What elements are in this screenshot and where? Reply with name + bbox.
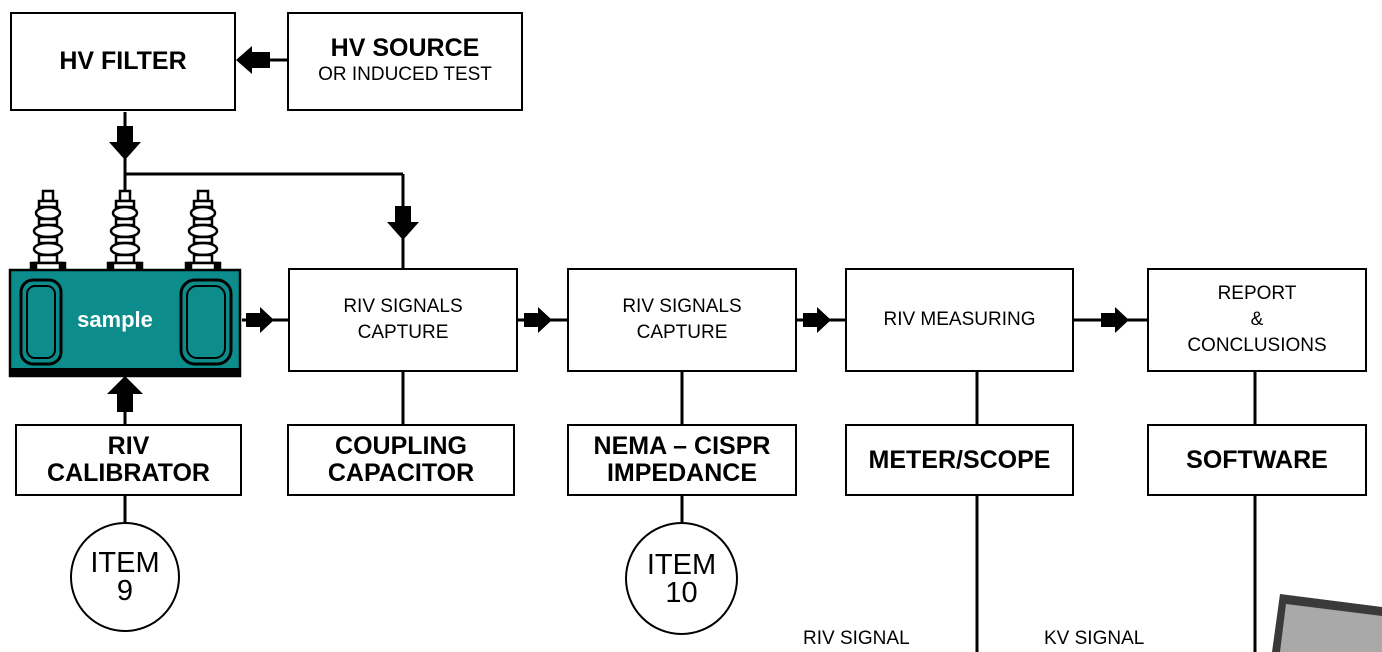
report-line3: CONCLUSIONS [1187,335,1327,356]
hv-filter-title: HV FILTER [59,47,187,75]
capture2-line2: CAPTURE [636,322,728,343]
riv-measuring-box: RIV MEASURING [845,268,1074,372]
coupling-capacitor-box: COUPLING CAPACITOR [287,424,515,496]
impedance-line2: IMPEDANCE [606,459,757,487]
report-line1: REPORT [1217,283,1297,304]
hv-source-subtitle: OR INDUCED TEST [318,64,492,85]
item9-line2: 9 [116,575,134,607]
capture1-line2: CAPTURE [357,322,449,343]
kv-signal-label: KV SIGNAL [1044,628,1145,649]
item9-line1: ITEM [90,547,160,579]
arrow-right-icon [524,307,552,333]
arrow-right-icon [803,307,831,333]
bushing-icon [106,189,144,273]
arrow-up-icon [107,376,143,412]
software-box: SOFTWARE [1147,424,1367,496]
meter-label: METER/SCOPE [868,445,1051,474]
software-label: SOFTWARE [1186,445,1328,474]
bushing-icon [184,189,222,273]
arrow-down-icon [109,126,141,160]
capture1-line1: RIV SIGNALS [343,296,463,317]
meter-scope-box: METER/SCOPE [845,424,1074,496]
impedance-line1: NEMA – CISPR [593,432,771,460]
arrow-right-icon [246,307,274,333]
arrow-down-icon [387,206,419,240]
capture2-line1: RIV SIGNALS [622,296,742,317]
bushing-icon [29,189,67,273]
sample-label: sample [77,307,153,332]
hv-filter-box: HV FILTER [10,12,236,111]
sample-tank [8,268,242,378]
report-box: REPORT & CONCLUSIONS [1147,268,1367,372]
item10-line2: 10 [665,576,698,609]
item10-line1: ITEM [646,548,717,581]
item-9-circle: ITEM 9 [70,522,180,632]
arrow-right-icon [1101,307,1129,333]
calibrator-line1: RIV [107,432,150,460]
calibrator-line2: CALIBRATOR [47,459,210,487]
riv-signal-label: RIV SIGNAL [803,628,910,649]
nema-cispr-impedance-box: NEMA – CISPR IMPEDANCE [567,424,797,496]
item-10-circle: ITEM 10 [625,522,738,635]
arrow-left-icon [236,46,270,74]
hv-source-box: HV SOURCE OR INDUCED TEST [287,12,523,111]
riv-measuring-label: RIV MEASURING [883,309,1036,330]
hv-source-title: HV SOURCE [330,34,480,62]
report-line2: & [1250,309,1264,330]
riv-signals-capture-box-2: RIV SIGNALS CAPTURE [567,268,797,372]
coupling-line2: CAPACITOR [327,459,475,487]
monitor-icon [1272,594,1382,652]
coupling-line1: COUPLING [335,432,467,460]
riv-calibrator-box: RIV CALIBRATOR [15,424,242,496]
riv-signals-capture-box-1: RIV SIGNALS CAPTURE [288,268,518,372]
